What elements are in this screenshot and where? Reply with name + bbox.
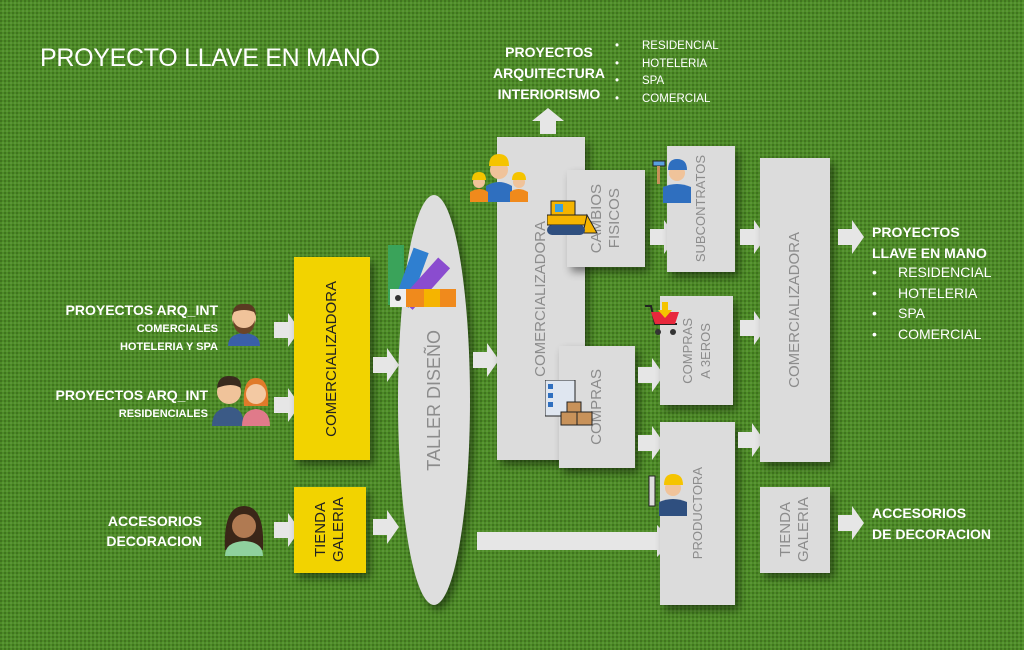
input-comerciales: PROYECTOS ARQ_INT COMERCIALES HOTELERIA … — [30, 300, 218, 356]
right-output-list: RESIDENCIAL HOTELERIA SPA COMERCIAL — [872, 262, 991, 344]
heading-line: PROYECTOS — [872, 224, 960, 240]
list-item: COMERCIAL — [872, 324, 991, 345]
list-item: RESIDENCIAL — [615, 38, 719, 56]
input-residenciales: PROYECTOS ARQ_INT RESIDENCIALES — [30, 385, 208, 423]
input-sub: COMERCIALES — [136, 323, 218, 335]
bulldozer-icon — [547, 200, 598, 235]
heading-line: LLAVE EN MANO — [872, 245, 987, 261]
shopping-cart-icon — [645, 302, 679, 335]
input-sub: RESIDENCIALES — [118, 408, 208, 420]
box-label: COMERCIALIZADORA — [532, 220, 549, 377]
carpenter-worker-icon — [648, 474, 687, 516]
arrow-right-icon — [473, 343, 499, 377]
box-label: TALLER DISEÑO — [424, 329, 444, 471]
heading-line: INTERIORISMO — [497, 86, 601, 102]
up-arrow-icon — [532, 108, 564, 134]
input-heading: ACCESORIOS — [107, 513, 202, 529]
heading-line: DE DECORACION — [872, 526, 992, 542]
inventory-checklist-icon — [545, 380, 593, 426]
box-label: TIENDA GALERIA — [777, 497, 812, 563]
arrow-right-icon — [373, 348, 399, 382]
heading-line: PROYECTOS — [505, 44, 593, 60]
arrow-right-icon — [838, 220, 864, 254]
tienda-galeria-left-box: TIENDA GALERIA — [294, 487, 366, 573]
woman-icon — [224, 506, 264, 556]
comercializadora-right-box: COMERCIALIZADORA — [760, 158, 830, 462]
painter-worker-icon — [652, 159, 691, 203]
input-accesorios: ACCESORIOS DECORACION — [60, 511, 202, 551]
page-title: PROYECTO LLAVE EN MANO — [40, 44, 380, 72]
top-output-heading: PROYECTOS ARQUITECTURA INTERIORISMO — [484, 42, 614, 105]
input-sub: HOTELERIA Y SPA — [119, 341, 218, 353]
right-output-heading: PROYECTOS LLAVE EN MANO — [872, 222, 987, 264]
box-label: COMERCIALIZADORA — [786, 232, 803, 388]
input-heading: PROYECTOS ARQ_INT — [55, 387, 208, 403]
comercializadora-left-box: COMERCIALIZADORA — [294, 257, 370, 460]
list-item: COMERCIAL — [615, 91, 719, 109]
arrow-right-icon — [373, 510, 399, 544]
color-palette-icon — [388, 245, 456, 310]
top-output-list: RESIDENCIAL HOTELERIA SPA COMERCIAL — [615, 38, 719, 108]
long-arrow-icon — [477, 525, 673, 557]
list-item: SPA — [872, 303, 991, 324]
workers-team-icon — [470, 154, 528, 202]
right-accesorios: ACCESORIOS DE DECORACION — [872, 503, 991, 545]
list-item: HOTELERIA — [615, 56, 719, 74]
input-heading: PROYECTOS ARQ_INT — [65, 302, 218, 318]
bearded-man-icon — [228, 303, 260, 346]
arrow-right-icon — [838, 506, 864, 540]
list-item: SPA — [615, 73, 719, 91]
box-label: COMERCIALIZADORA — [323, 280, 340, 437]
input-heading: DECORACION — [106, 533, 202, 549]
list-item: HOTELERIA — [872, 283, 991, 304]
box-label: TIENDA GALERIA — [312, 497, 347, 563]
list-item: RESIDENCIAL — [872, 262, 991, 283]
tienda-galeria-right-box: TIENDA GALERIA — [760, 487, 830, 573]
heading-line: ACCESORIOS — [872, 505, 967, 521]
heading-line: ARQUITECTURA — [493, 65, 605, 81]
couple-icon — [212, 376, 270, 426]
